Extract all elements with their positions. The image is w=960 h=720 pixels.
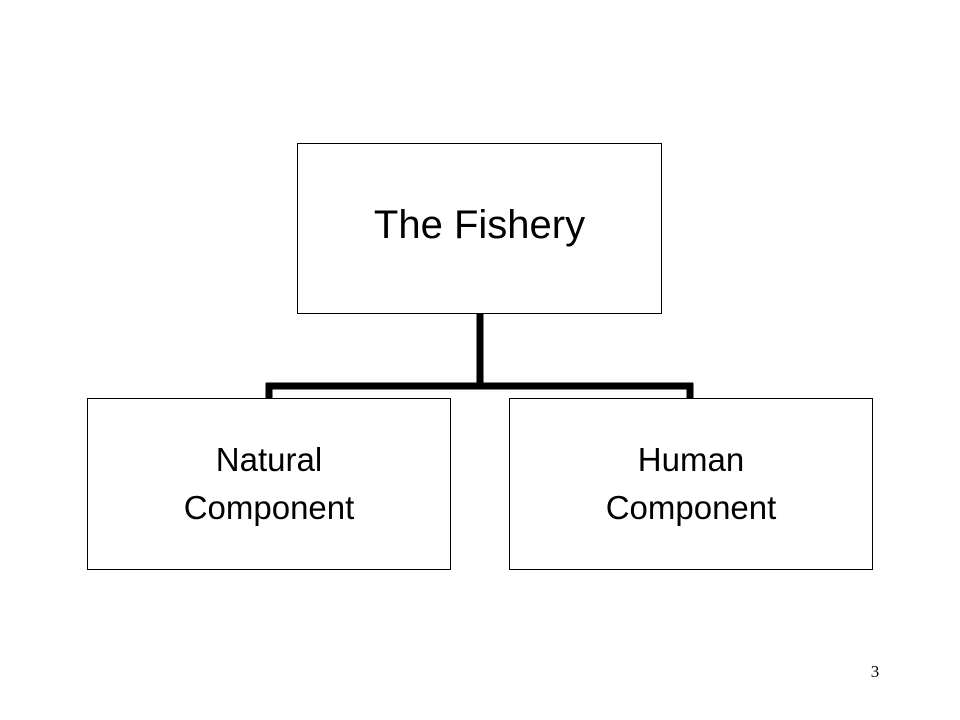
root-node-label: The Fishery bbox=[373, 202, 586, 247]
child-node-label: Human Component bbox=[605, 441, 777, 526]
child-node-human-component: Human Component bbox=[509, 398, 873, 570]
child-node-label: Natural Component bbox=[183, 441, 355, 526]
root-node-the-fishery: The Fishery bbox=[297, 143, 662, 314]
page-number: 3 bbox=[870, 662, 880, 681]
child-node-natural-component: Natural Component bbox=[87, 398, 451, 570]
